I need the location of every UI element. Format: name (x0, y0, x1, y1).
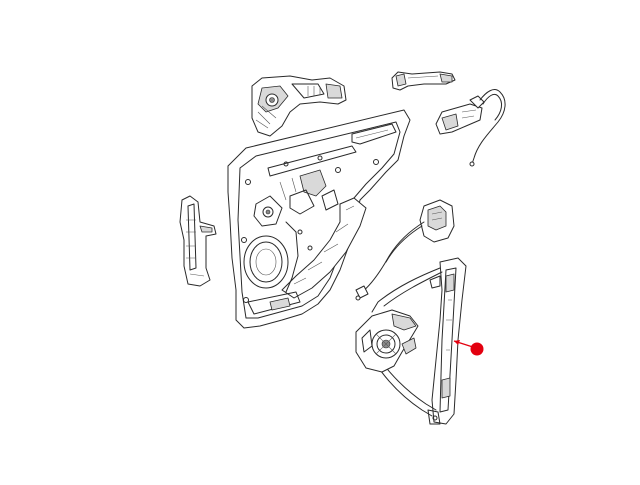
door-inner-panel[interactable] (227, 109, 411, 329)
callout-indicator[interactable] (453, 340, 484, 356)
door-latch-assembly[interactable] (251, 75, 347, 137)
exterior-door-handle[interactable] (391, 71, 456, 91)
interior-handle-with-cable[interactable] (435, 89, 506, 167)
callout-marker-dot (470, 342, 484, 356)
window-regulator-with-motor[interactable] (355, 257, 467, 425)
callout-arrowhead (454, 340, 460, 345)
control-cable-with-module[interactable] (355, 199, 455, 301)
door-trim-bracket[interactable] (179, 195, 217, 287)
